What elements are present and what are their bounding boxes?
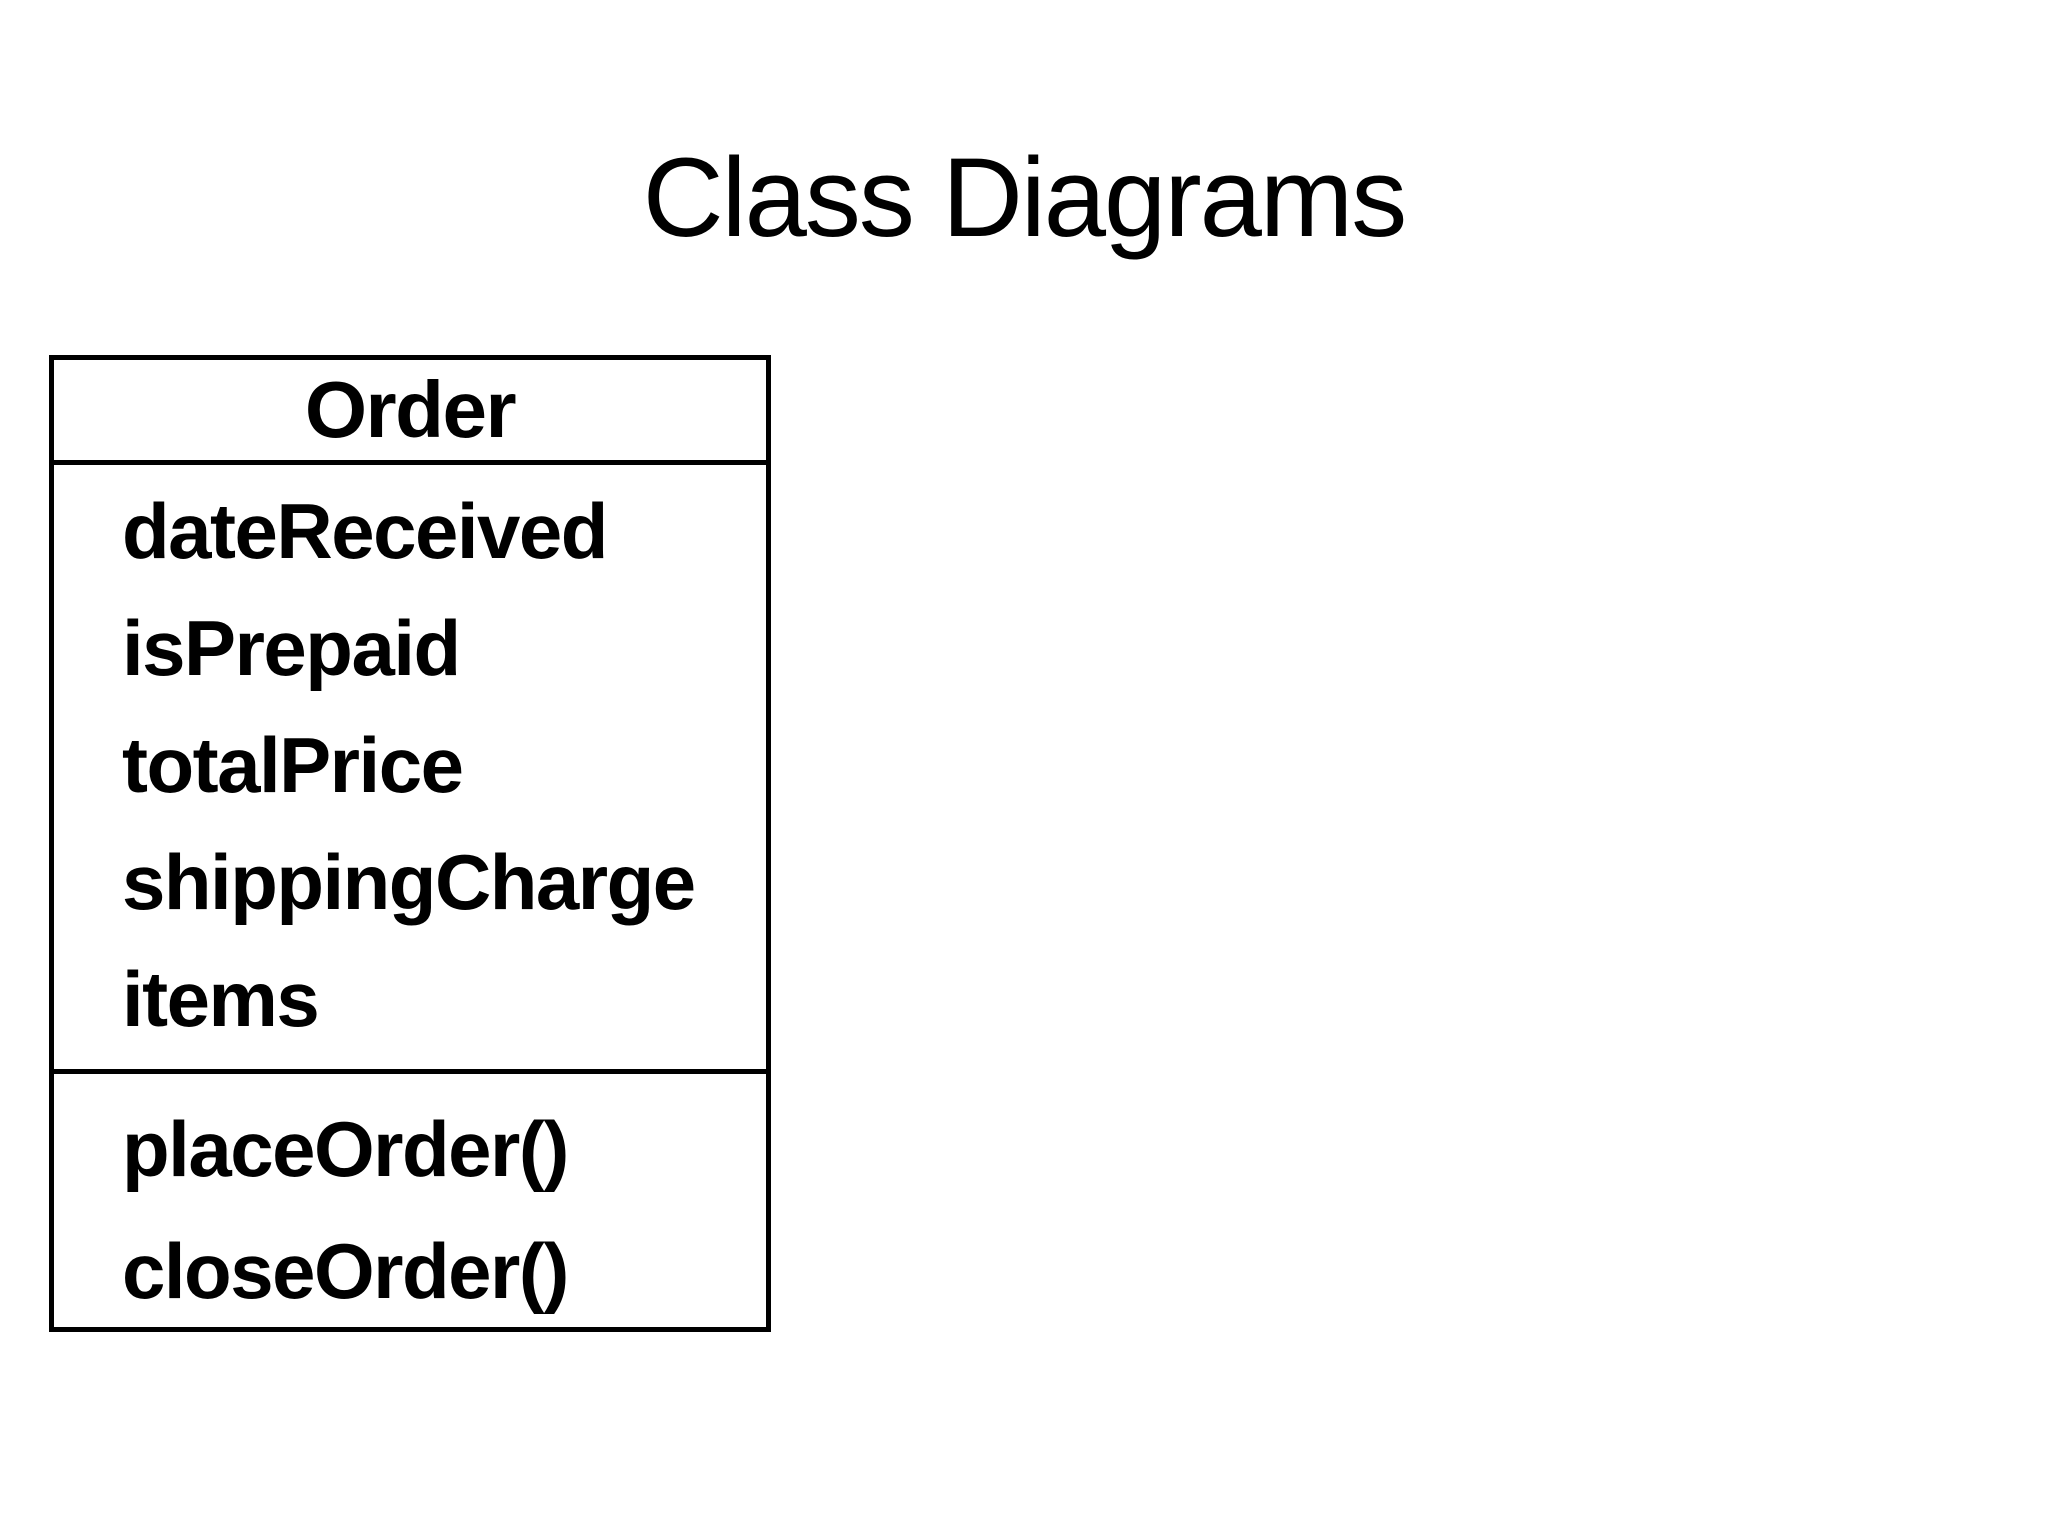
- slide-title: Class Diagrams: [642, 135, 1407, 260]
- attribute-item: dateReceived: [122, 487, 608, 575]
- attribute-item: items: [122, 955, 320, 1043]
- attribute-item: isPrepaid: [122, 604, 461, 692]
- attribute-item: shippingCharge: [122, 838, 696, 926]
- attributes-compartment: dateReceived isPrepaid totalPrice shippi…: [54, 465, 766, 1074]
- uml-class-box-order: Order dateReceived isPrepaid totalPrice …: [49, 355, 771, 1332]
- method-item: placeOrder(): [122, 1105, 569, 1193]
- methods-compartment: placeOrder() closeOrder(): [54, 1074, 766, 1332]
- method-item: closeOrder(): [122, 1227, 569, 1315]
- attribute-item: totalPrice: [122, 721, 464, 809]
- class-name-header: Order: [54, 360, 766, 465]
